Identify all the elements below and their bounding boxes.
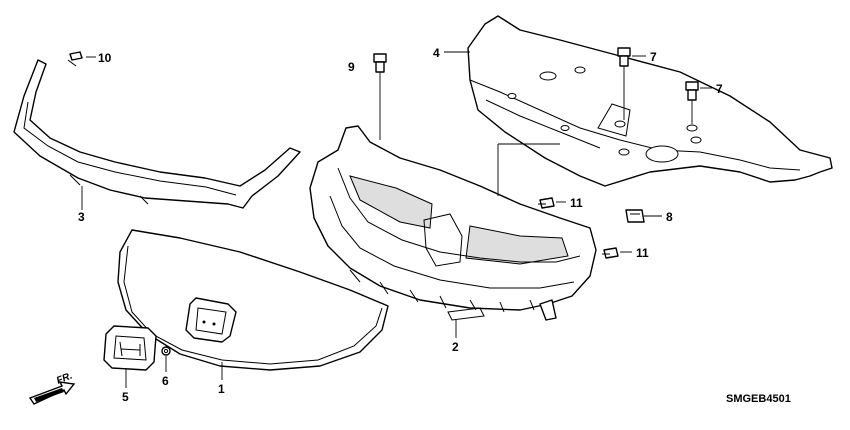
callout-2: 2 <box>452 340 459 354</box>
callout-11a: 11 <box>570 196 583 210</box>
callout-7b: 7 <box>716 82 723 96</box>
grille-molding-part <box>13 59 301 209</box>
callout-11b: 11 <box>636 246 649 260</box>
bolt-part-9 <box>373 53 387 73</box>
callout-3: 3 <box>78 210 85 224</box>
grille-base-part <box>309 125 597 321</box>
callout-8: 8 <box>666 210 673 224</box>
callout-6: 6 <box>162 374 169 388</box>
leader-lines <box>81 51 712 388</box>
callout-7a: 7 <box>650 50 657 64</box>
callout-10: 10 <box>98 51 112 65</box>
clip-part-8 <box>625 209 645 223</box>
callout-4: 4 <box>433 46 440 60</box>
front-direction-arrow <box>28 381 76 405</box>
diagram-code: SMGEB4501 <box>726 393 791 405</box>
callout-1: 1 <box>218 382 225 396</box>
bolt-part-7a <box>617 47 631 67</box>
callout-9: 9 <box>348 60 355 74</box>
front-grille-part <box>117 229 389 371</box>
upper-cover-part <box>467 15 833 187</box>
screw-part-11a <box>538 197 555 209</box>
bolt-part-10 <box>67 51 83 67</box>
screw-part-11b <box>602 247 619 259</box>
clip-part <box>161 346 171 356</box>
emblem-part <box>103 325 157 371</box>
callout-5: 5 <box>122 390 129 404</box>
bolt-part-7b <box>685 81 699 101</box>
